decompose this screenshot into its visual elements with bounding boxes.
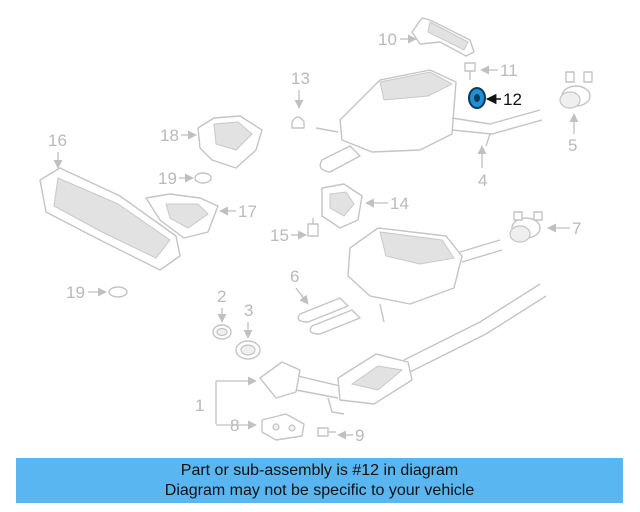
part-14-bracket — [321, 183, 363, 229]
svg-text:9: 9 — [355, 426, 364, 445]
svg-text:5: 5 — [568, 136, 577, 155]
callout-2: 2 — [217, 287, 227, 323]
intermediate-pipe — [403, 283, 547, 373]
part-1-catalytic-converter — [259, 353, 413, 415]
callout-17: 17 — [219, 202, 257, 221]
callout-11: 11 — [480, 61, 518, 80]
callout-18: 18 — [160, 126, 197, 145]
part-17-heat-shield — [145, 193, 219, 239]
svg-text:15: 15 — [270, 226, 289, 245]
part-9-bolt — [317, 427, 336, 437]
callout-5: 5 — [568, 113, 579, 155]
callout-19-upper: 19 — [158, 169, 194, 188]
part-10-bracket — [411, 17, 475, 57]
callout-14: 14 — [365, 194, 409, 213]
part-5-clamp — [559, 71, 593, 109]
svg-text:14: 14 — [390, 194, 409, 213]
callout-4: 4 — [477, 145, 487, 190]
svg-text:19: 19 — [66, 283, 85, 302]
banner-line-part: Part or sub-assembly is #12 in diagram — [180, 461, 459, 479]
svg-text:18: 18 — [160, 126, 179, 145]
svg-text:19: 19 — [158, 169, 177, 188]
part-3-clamp-ring — [235, 340, 261, 360]
svg-text:13: 13 — [291, 69, 310, 88]
callout-9: 9 — [337, 426, 364, 445]
svg-text:1: 1 — [195, 396, 204, 415]
callout-16: 16 — [48, 131, 67, 169]
callout-3: 3 — [243, 301, 253, 339]
callout-7: 7 — [547, 219, 581, 238]
callout-8: 8 — [216, 416, 257, 435]
part-12-hanger-highlighted — [468, 87, 486, 109]
part-7-clamp — [509, 211, 543, 243]
svg-text:17: 17 — [238, 202, 257, 221]
part-16-heat-shield — [39, 167, 181, 271]
callout-15: 15 — [270, 226, 307, 245]
part-15-bolt — [307, 218, 319, 237]
part-6-center-muffler — [297, 227, 503, 335]
part-19-nut-upper — [194, 172, 212, 184]
part-19-nut-lower — [108, 286, 128, 298]
svg-text:12: 12 — [503, 90, 522, 109]
svg-text:11: 11 — [500, 61, 518, 80]
callout-6: 6 — [290, 267, 309, 305]
svg-text:3: 3 — [244, 301, 253, 320]
callout-1-bracket: 1 — [195, 376, 257, 424]
part-4-rear-muffler — [315, 69, 543, 173]
part-2-gasket — [212, 324, 232, 340]
callout-19-lower: 19 — [66, 283, 107, 302]
callout-10: 10 — [378, 30, 417, 49]
part-8-gasket — [261, 413, 305, 441]
svg-text:10: 10 — [378, 30, 397, 49]
svg-text:6: 6 — [290, 267, 299, 286]
callout-12: 12 — [485, 90, 522, 109]
exhaust-parts-diagram: 10 11 12 13 4 — [39, 17, 593, 445]
svg-text:4: 4 — [478, 171, 487, 190]
part-11-bolt — [464, 62, 476, 80]
callout-13: 13 — [291, 69, 310, 109]
banner-line-disclaimer: Diagram may not be specific to your vehi… — [164, 481, 475, 499]
part-13-hanger — [291, 116, 305, 129]
svg-text:2: 2 — [217, 287, 226, 306]
part-18-heat-shield — [197, 115, 263, 169]
info-banner: Part or sub-assembly is #12 in diagram D… — [16, 458, 623, 503]
svg-text:7: 7 — [572, 219, 581, 238]
svg-text:16: 16 — [48, 131, 67, 150]
